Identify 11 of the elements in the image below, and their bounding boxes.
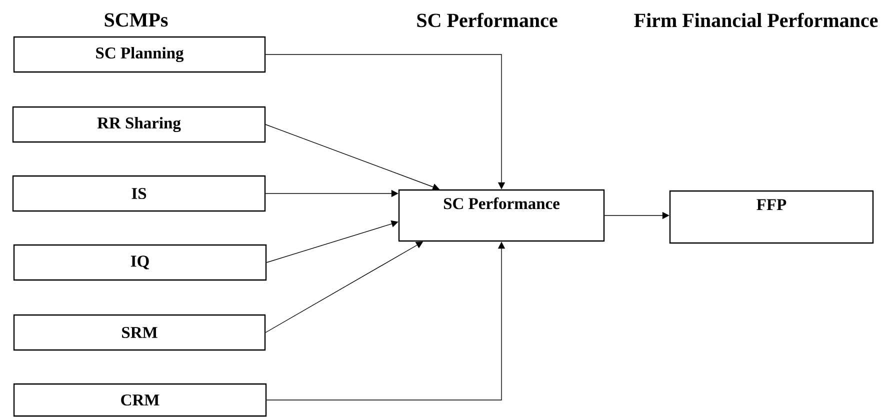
process-box: FFP [669,190,874,244]
process-box: IS [12,175,266,212]
process-box: IQ [13,244,267,281]
arrow [266,220,398,263]
process-box: SC Planning [13,36,266,73]
column-heading: Firm Financial Performance [634,12,878,28]
process-box: SC Performance [398,189,605,242]
column-heading: SC Performance [417,12,558,28]
process-box: SRM [13,314,266,351]
process-box: CRM [13,383,267,417]
process-box: RR Sharing [12,106,266,143]
